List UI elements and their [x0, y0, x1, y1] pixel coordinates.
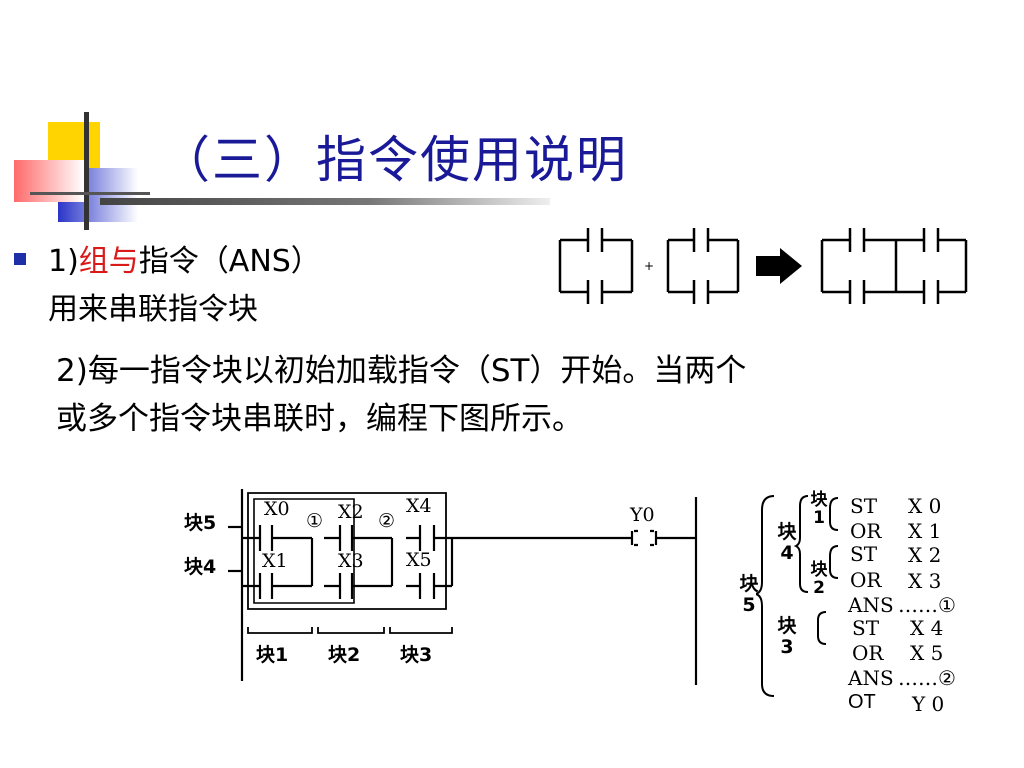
prog-arg-5: ……① [898, 593, 956, 617]
bullet-1-text: 1)组与指令（ANS） [48, 236, 321, 280]
bullet-1-highlight: 组与 [78, 244, 139, 279]
title-rule [100, 198, 550, 205]
prog-op-6: ST [852, 616, 880, 640]
contact-x5: X5 [406, 549, 432, 571]
bottom-label-block3: 块3 [400, 644, 433, 666]
bottom-label-block2: 块2 [328, 644, 361, 666]
bullet-1-rest: 指令（ANS） [138, 244, 321, 279]
prog-op-2: OR [850, 519, 882, 543]
contact-x2: X2 [338, 501, 364, 523]
contact-x3: X3 [338, 550, 364, 572]
prog-op-3: ST [850, 542, 878, 566]
bullet-1-description: 用来串联指令块 [48, 292, 258, 327]
bottom-label-block1: 块1 [256, 644, 289, 666]
program-block1: 块 1 [810, 490, 828, 528]
ladder-diagram [228, 489, 698, 685]
prog-arg-7: X 5 [910, 641, 944, 665]
page-title: （三）指令使用说明 [160, 131, 628, 189]
program-block4: 块 4 [777, 521, 797, 564]
paragraph-2-line-1: 2)每一指令块以初始加载指令（ST）开始。当两个 [56, 353, 747, 389]
plus-sign: + [644, 259, 654, 273]
ladder-label-block4: 块4 [184, 556, 217, 578]
output-y0: Y0 [630, 504, 655, 526]
contact-x4: X4 [406, 495, 432, 517]
prog-arg-3: X 2 [908, 543, 942, 567]
prog-arg-1: X 0 [908, 494, 942, 518]
program-block3: 块 3 [777, 615, 797, 658]
bullet-marker [14, 253, 26, 265]
prog-op-7: OR [852, 641, 884, 665]
prog-arg-9: Y 0 [912, 692, 945, 716]
prog-arg-8: ……② [898, 666, 956, 690]
prog-op-4: OR [850, 568, 882, 592]
paragraph-2-line-2: 或多个指令块串联时，编程下图所示。 [56, 401, 583, 437]
circled-1: ① [306, 510, 324, 532]
prog-op-9: OT [848, 691, 876, 713]
circled-2: ② [378, 510, 396, 532]
corner-logo-icon [14, 112, 150, 230]
prog-arg-6: X 4 [910, 616, 944, 640]
contact-x1: X1 [262, 550, 288, 572]
prog-op-1: ST [850, 494, 878, 518]
program-braces [756, 495, 839, 697]
program-block2: 块 2 [810, 560, 828, 598]
block-series-diagram: + [558, 228, 968, 304]
prog-arg-4: X 3 [908, 569, 942, 593]
prog-op-5: ANS [848, 593, 894, 617]
bullet-1-number: 1) [48, 244, 79, 279]
prog-arg-2: X 1 [908, 519, 942, 543]
prog-op-8: ANS [848, 666, 894, 690]
program-block5: 块 5 [739, 573, 759, 616]
ladder-label-block5: 块5 [184, 512, 217, 534]
contact-x0: X0 [264, 498, 290, 520]
arrow-right-icon [756, 248, 802, 284]
